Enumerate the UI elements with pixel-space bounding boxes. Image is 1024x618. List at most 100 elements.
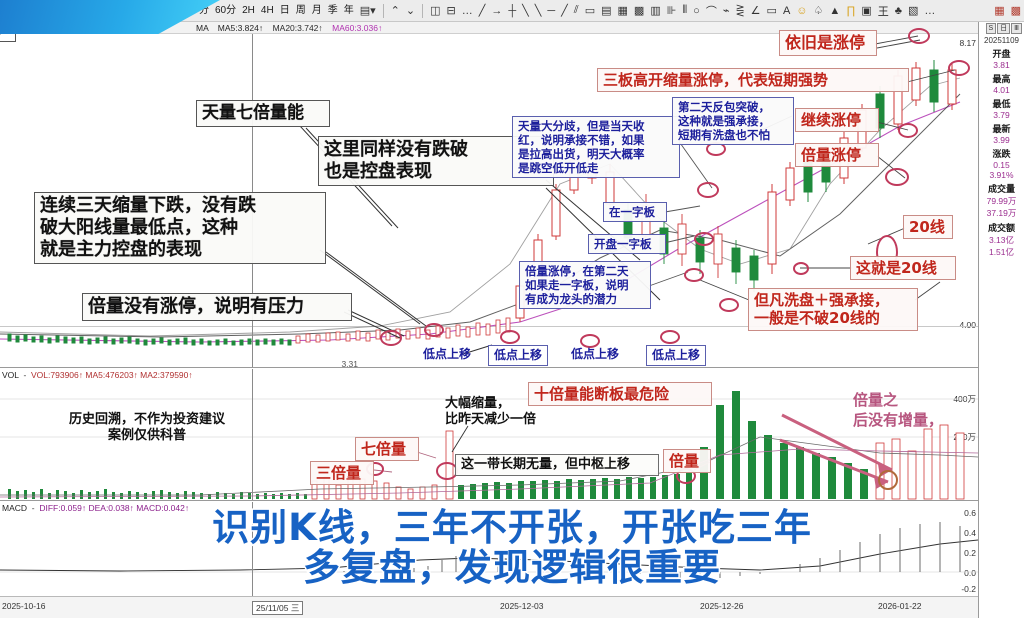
marker-ellipse-7 — [719, 298, 739, 312]
marker-ellipse-6 — [793, 262, 809, 275]
period-year[interactable]: 年 — [343, 4, 354, 16]
period-60min[interactable]: 60分 — [215, 4, 237, 16]
up-line-icon[interactable]: ╱ — [561, 5, 568, 17]
marker-ellipse-2 — [948, 60, 970, 76]
down-line-icon[interactable]: ╲ — [522, 5, 529, 17]
price-ylabel-top: 8.17 — [959, 38, 976, 48]
period-day[interactable]: 日 — [279, 4, 290, 16]
camera-icon[interactable]: ▦ — [994, 5, 1005, 17]
chevron-down-double-icon[interactable]: ⌄ — [405, 5, 416, 17]
period-min[interactable]: 分 — [199, 4, 209, 16]
list-dropdown-icon[interactable]: ▤▾ — [359, 5, 376, 17]
horizontal-line-icon[interactable]: ─ — [547, 4, 556, 17]
volume-label-text: VOL — [2, 370, 19, 380]
king-icon[interactable]: 王 — [877, 5, 889, 18]
stamp-icon[interactable]: ♤ — [813, 5, 824, 17]
columns-icon[interactable]: ⦀ — [682, 4, 688, 16]
sidebar-key-turnover: 成交额 — [987, 223, 1015, 233]
subtitle-line-1: 识别K线，三年不开张，开张吃三年 — [211, 506, 813, 549]
smiley-icon[interactable]: ☺ — [796, 4, 808, 17]
annotation-big-divergence: 天量大分歧，但是当天收 红，说明承接不错，如果 是拉高出货，明天大概率 是跳空低… — [512, 116, 680, 179]
text-a-icon[interactable]: A — [782, 4, 791, 17]
grid-3-icon[interactable]: ▩ — [633, 5, 645, 17]
box-icon[interactable]: ▭ — [766, 5, 777, 17]
shape-n-icon[interactable]: ∏ — [846, 4, 856, 17]
marker-ellipse-13 — [380, 330, 402, 346]
save-icon[interactable]: ▩ — [1010, 5, 1021, 17]
arrow-box-icon[interactable]: ▧ — [907, 5, 919, 17]
moving-average-strip: MA MA5:3.824↑ MA20:3.742↑ MA60:3.036↑ — [0, 22, 1024, 34]
mini-tab-iii[interactable]: Ⅲ — [1011, 23, 1022, 34]
annotation-low-move-4: 低点上移 — [646, 345, 707, 366]
parallel-lines-icon[interactable]: ⫽ — [573, 4, 579, 16]
angle-icon[interactable]: ∠ — [750, 5, 761, 17]
sidebar-value-volume: 79.99万 — [986, 196, 1017, 206]
period-week[interactable]: 周 — [295, 4, 306, 16]
ma5-value: MA5:3.824↑ — [217, 23, 264, 33]
sidebar-value-low: 3.79 — [993, 110, 1010, 120]
rectangle-icon[interactable]: ▭ — [584, 5, 596, 17]
curve-icon[interactable]: ⌁ — [722, 5, 730, 17]
annotation-three-board-strong: 三板高开缩量涨停，代表短期强势 — [597, 68, 909, 93]
arrow-line-icon[interactable]: → — [491, 4, 503, 17]
marker-ellipse-8 — [697, 182, 719, 198]
grid-icon[interactable]: ▤ — [601, 5, 612, 17]
vertical-line-icon[interactable]: ┼ — [508, 4, 517, 17]
sidebar-value-change: 0.15 — [993, 160, 1010, 170]
sidebar-key-low: 最低 — [992, 99, 1011, 109]
annotation-continue-limit: 继续涨停 — [795, 108, 879, 133]
quote-sidebar[interactable]: S 日 Ⅲ 20251109 开盘 3.81 最高 4.01 最低 3.79 最… — [978, 22, 1024, 618]
bars-icon[interactable]: ▥ — [650, 5, 661, 17]
split-view-icon[interactable]: ◫ — [430, 5, 441, 17]
annotation-long-no-volume: 这一带长期无量，但中枢上移 — [455, 454, 659, 476]
volume-values-text: VOL:793906↑ MA5:476203↑ MA2:379590↑ — [31, 370, 193, 380]
sidebar-value-volume2: 37.19万 — [986, 208, 1017, 218]
marker-ellipse-15 — [580, 334, 600, 348]
frame-icon[interactable]: ▣ — [861, 5, 872, 17]
annotation-double-limit-potential: 倍量涨停，在第二天 如果走一字板，说明 有成为龙头的潜力 — [519, 261, 651, 310]
macd-ylabel-4: -0.2 — [961, 584, 976, 594]
toolbar-divider — [382, 3, 384, 18]
video-subtitle: 识别K线，三年不开张，开张吃三年 多复盘，发现逻辑很重要 — [0, 506, 1024, 589]
period-2h[interactable]: 2H — [242, 4, 255, 16]
axis-date-cursor: 25/11/05 三 — [252, 601, 304, 615]
clover-icon[interactable]: ♣ — [894, 4, 902, 17]
sidebar-key-open: 开盘 — [992, 49, 1011, 59]
period-month[interactable]: 月 — [311, 4, 322, 16]
annotation-disclaimer: 历史回溯，不作为投资建议 案例仅供科普 — [68, 412, 225, 443]
volume-pane-label: VOL - VOL:793906↑ MA5:476203↑ MA2:379590… — [2, 370, 193, 380]
axis-date-1: 2025-10-16 — [2, 601, 46, 611]
annotation-ten-times-danger: 十倍量能断板最危险 — [528, 382, 712, 407]
mini-tab-s[interactable]: S — [985, 23, 997, 34]
annotation-seven-times: 七倍量 — [355, 437, 419, 462]
chevron-up-icon[interactable]: ⌃ — [390, 5, 400, 17]
macd-label-text: MACD — [2, 503, 28, 513]
circle-icon[interactable]: ○ — [693, 4, 700, 17]
annotation-three-times: 三倍量 — [310, 461, 374, 486]
triangle-icon[interactable]: ▲ — [829, 4, 841, 17]
period-4h[interactable]: 4H — [260, 4, 274, 16]
period-quarter[interactable]: 季 — [327, 4, 338, 16]
down-line-2-icon[interactable]: ╲ — [534, 5, 542, 17]
mini-tab-day[interactable]: 日 — [997, 23, 1011, 34]
stack-view-icon[interactable]: ⊟ — [446, 5, 456, 17]
ma-label: MA — [196, 23, 209, 33]
ma60-value: MA60:3.036↑ — [332, 23, 383, 33]
axis-date-4: 2025-12-26 — [700, 601, 744, 611]
annotation-low-move-3: 低点上移 — [571, 347, 620, 361]
fan-icon[interactable]: ⋛ — [735, 5, 745, 17]
sidebar-date: 20251109 — [984, 36, 1019, 45]
sidebar-mini-tabs[interactable]: S 日 Ⅲ — [979, 22, 1024, 36]
ellipsis-icon[interactable]: … — [461, 4, 473, 17]
annotation-line-20: 20线 — [903, 215, 953, 240]
ellipsis-2-icon[interactable]: … — [924, 4, 936, 17]
chart-toolbar[interactable]: 分 60分 2H 4H 日 周 月 季 年 ▤▾ ⌃ ⌄ ◫ ⊟ … ╱ → ┼… — [0, 0, 1024, 22]
bars-2-icon[interactable]: ⊪ — [666, 5, 677, 17]
arc-icon[interactable]: ⌒ — [705, 5, 717, 18]
annotation-sharp-shrink: 大幅缩量， 比昨天减少一倍 — [445, 396, 537, 427]
macd-chart-pane[interactable]: MACD - DIFF:0.059↑ DEA:0.038↑ MACD:0.042… — [0, 502, 978, 596]
date-axis-strip: 2025-10-16 25/11/05 三 2025-12-03 2025-12… — [0, 596, 978, 618]
grid-2-icon[interactable]: ▦ — [617, 5, 628, 17]
trend-line-icon[interactable]: ╱ — [478, 5, 486, 17]
annotation-second-day-breakout: 第二天反包突破， 这种就是强承接， 短期有洗盘也不怕 — [672, 97, 794, 146]
